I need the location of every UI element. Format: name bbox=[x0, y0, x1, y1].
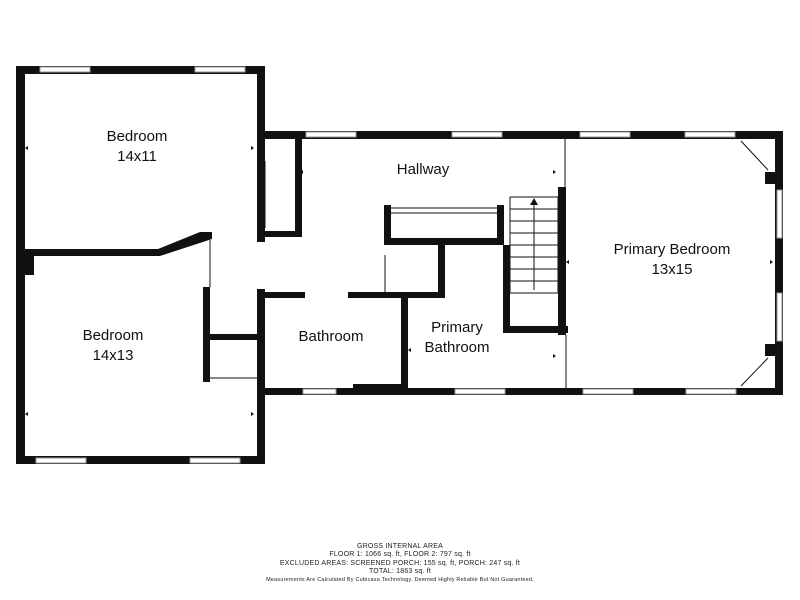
dimension-ticks bbox=[25, 146, 773, 416]
area-excluded: EXCLUDED AREAS: SCREENED PORCH: 155 sq. … bbox=[279, 559, 521, 567]
room-name-line1: Primary bbox=[431, 319, 483, 336]
interior-walls bbox=[16, 139, 777, 388]
area-heading: GROSS INTERNAL AREA bbox=[356, 543, 443, 550]
room-name: Hallway bbox=[396, 161, 450, 178]
windows bbox=[35, 66, 783, 464]
area-disclaimer: Measurements Are Calculated By Cubicasa … bbox=[266, 577, 534, 584]
room-name: Bedroom bbox=[82, 327, 144, 344]
room-primary-bedroom: Primary Bedroom 13x15 bbox=[614, 240, 731, 280]
room-bedroom-top: Bedroom 14x11 bbox=[107, 127, 168, 167]
room-primary-bathroom: Primary Bathroom bbox=[424, 318, 489, 358]
area-total: TOTAL: 1863 sq. ft bbox=[368, 567, 432, 575]
staircase bbox=[509, 196, 559, 294]
room-hallway: Hallway bbox=[397, 160, 450, 180]
room-name: Primary Bedroom bbox=[613, 241, 731, 258]
thin-lines bbox=[209, 139, 769, 388]
room-name: Bedroom bbox=[106, 128, 168, 145]
room-dims: 13x15 bbox=[651, 261, 693, 278]
area-floors: FLOOR 1: 1066 sq. ft, FLOOR 2: 797 sq. f… bbox=[329, 551, 471, 559]
room-name: Bathroom bbox=[298, 328, 364, 345]
room-name-line2: Bathroom bbox=[424, 339, 490, 356]
room-bathroom: Bathroom bbox=[298, 327, 363, 347]
room-dims: 14x13 bbox=[92, 347, 134, 364]
room-dims: 14x11 bbox=[117, 148, 157, 165]
area-summary: GROSS INTERNAL AREA FLOOR 1: 1066 sq. ft… bbox=[0, 543, 800, 584]
room-bedroom-bottom: Bedroom 14x13 bbox=[83, 326, 144, 366]
